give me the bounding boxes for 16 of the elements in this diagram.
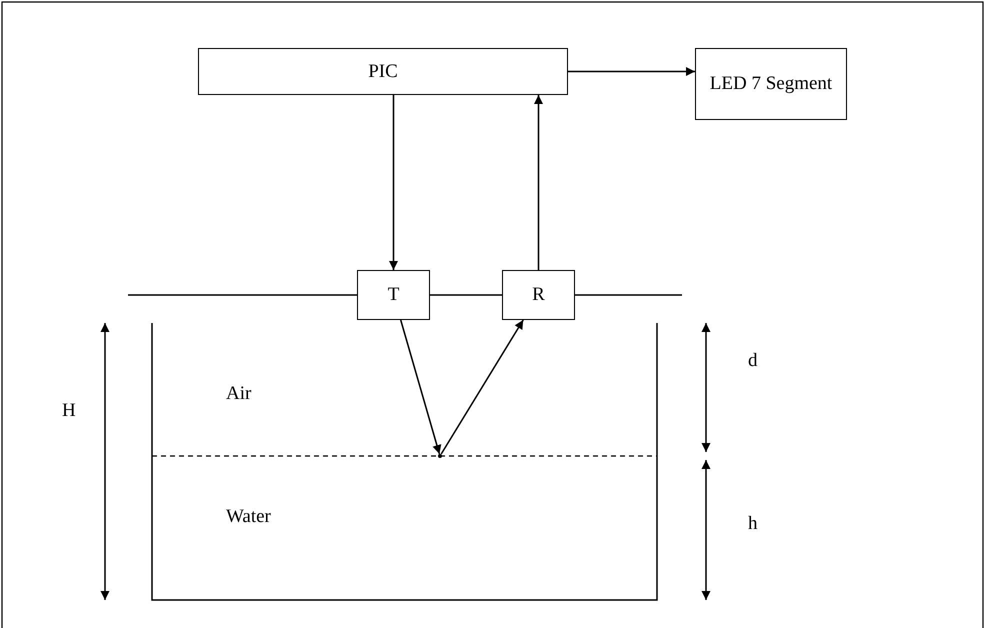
controller-box: PIC: [198, 48, 568, 95]
arrow: [440, 320, 524, 454]
transmitter-box: T: [357, 270, 430, 320]
connector-line: [430, 294, 502, 296]
dimension-label: H: [62, 400, 76, 422]
dimension-label: d: [748, 350, 758, 372]
medium-label: Air: [226, 383, 252, 405]
arrow: [389, 95, 398, 270]
arrow: [400, 320, 442, 454]
arrow: [568, 67, 695, 76]
medium-label: Water: [226, 506, 271, 528]
reflection-point: [438, 454, 442, 458]
dimension-label: h: [748, 513, 758, 535]
receiver-box: R: [502, 270, 575, 320]
display-box: LED 7 Segment: [695, 48, 847, 120]
arrow: [534, 95, 543, 270]
